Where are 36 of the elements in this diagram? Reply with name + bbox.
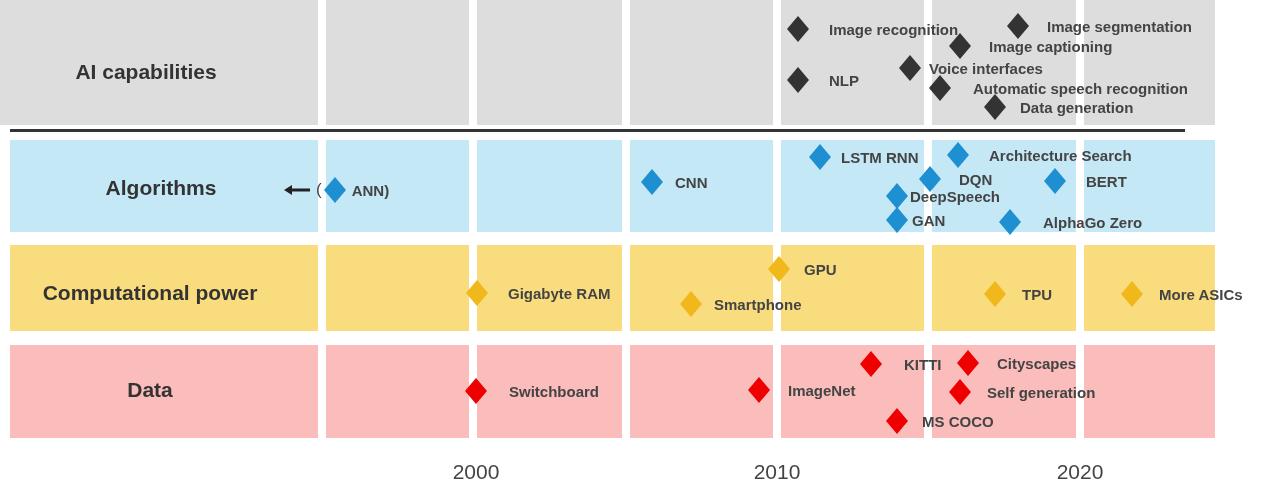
band	[10, 140, 1215, 232]
milestone-label: ANN)	[351, 181, 390, 199]
milestone-label: AlphaGo Zero	[1043, 213, 1143, 231]
milestone-label: Architecture Search	[989, 146, 1132, 164]
milestone-label: DQN	[959, 170, 993, 188]
milestone-label: Image captioning	[989, 37, 1113, 55]
year-label: 2020	[1056, 460, 1104, 484]
band	[0, 0, 1215, 125]
milestone-label: Cityscapes	[997, 354, 1077, 372]
milestone-label: Automatic speech recognition	[973, 79, 1189, 97]
milestone-label: Self generation	[987, 383, 1096, 401]
milestone-label: BERT	[1086, 172, 1127, 190]
bracket-text: (	[316, 180, 322, 200]
milestone-label: ImageNet	[788, 381, 856, 399]
milestone-label: Image recognition	[829, 20, 959, 38]
milestone-label: Image segmentation	[1047, 17, 1193, 35]
band-title: Computational power	[42, 281, 258, 305]
milestone-label: Gigabyte RAM	[508, 284, 611, 302]
milestone-label: DeepSpeech	[910, 187, 1001, 205]
milestone-label: NLP	[829, 71, 859, 89]
year-label: 2000	[452, 460, 500, 484]
milestone-label: Voice interfaces	[929, 59, 1043, 77]
year-label: 2010	[753, 460, 801, 484]
milestone-label: LSTM RNN	[841, 148, 919, 166]
band-title: Data	[127, 378, 173, 402]
milestone-label: KITTI	[904, 355, 942, 373]
milestone-label: GPU	[804, 260, 837, 278]
milestone-label: Switchboard	[509, 382, 599, 400]
milestone-label: MS COCO	[922, 412, 994, 430]
milestone-label: GAN	[912, 211, 946, 229]
milestone-label: CNN	[675, 173, 708, 191]
milestone-label: TPU	[1022, 285, 1052, 303]
milestone-label: Data generation	[1020, 98, 1134, 116]
band-title: AI capabilities	[75, 60, 217, 84]
band	[10, 345, 1215, 438]
band-title: Algorithms	[105, 176, 217, 200]
